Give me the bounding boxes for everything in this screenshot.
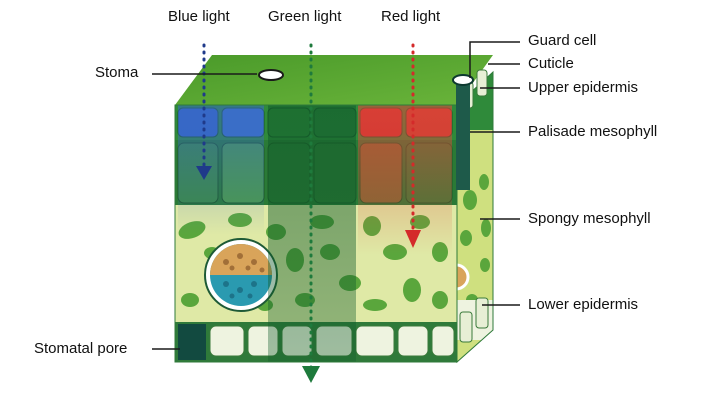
right-vascular-bundle [457,263,470,291]
green-light-arrow [302,43,320,383]
blue-light-label: Blue light [168,8,230,25]
leaf-top-surface [175,55,493,105]
stomatal-pore-cell [178,324,206,360]
cuticle-label: Cuticle [528,55,574,72]
green-light-label: Green light [268,8,342,25]
lower-epidermis-label: Lower epidermis [528,296,639,313]
leader-lines [152,41,520,350]
red-light-beam [358,105,452,255]
red-light-arrow [405,43,421,248]
spongy-mesophyll-label: Spongy mesophyll [528,210,651,227]
guard-cell-label: Guard cell [528,32,597,49]
upper-epidermis-label: Upper epidermis [528,79,639,96]
stoma-opening [258,69,284,81]
stoma-label: Stoma [95,64,139,81]
red-light-label: Red light [381,8,441,25]
vascular-bundle [204,238,278,312]
stomatal-pore-label: Stomatal pore [34,340,128,357]
palisade-mesophyll-label: Palisade mesophyll [528,123,658,140]
blue-light-beam [178,105,264,235]
guard-cell [452,74,474,190]
blue-light-arrow [196,43,212,180]
